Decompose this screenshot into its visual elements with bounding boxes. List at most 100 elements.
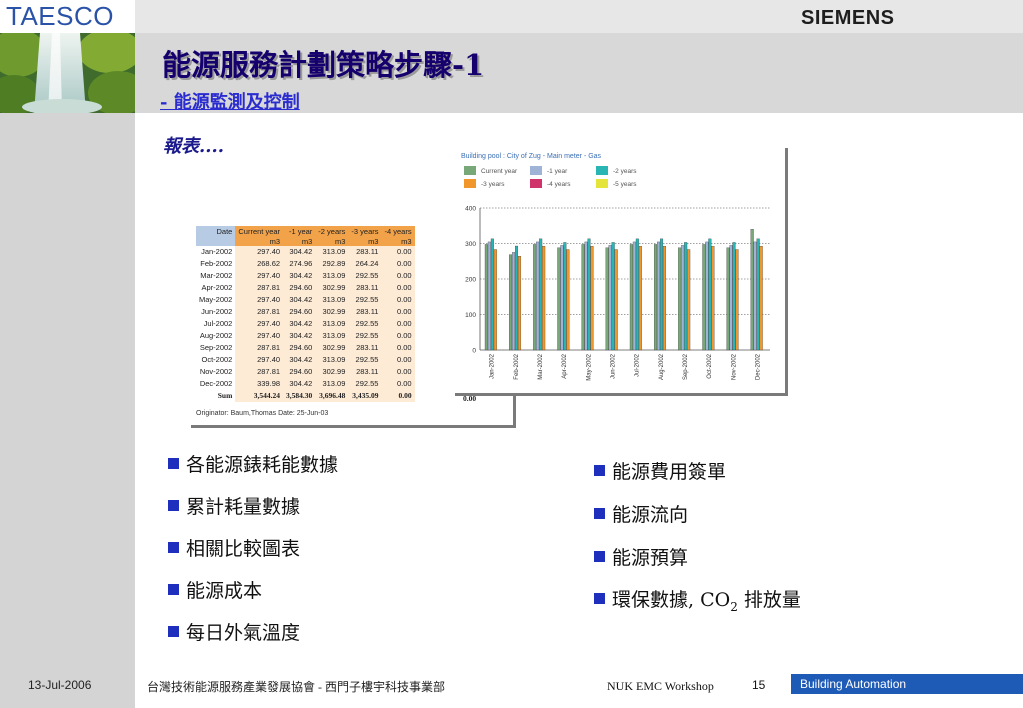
row-value: 283.11 bbox=[348, 306, 382, 318]
row-value: 283.11 bbox=[348, 246, 382, 258]
legend-label: -3 years bbox=[481, 181, 505, 188]
row-value: 268.62 bbox=[235, 258, 284, 270]
legend-label: -2 years bbox=[613, 168, 637, 175]
bullet-square-icon bbox=[168, 500, 179, 511]
page-subtitle: - 能源監測及控制 bbox=[160, 92, 300, 113]
column-header: -3 years bbox=[348, 226, 382, 236]
row-date: Jun-2002 bbox=[196, 306, 236, 318]
row-value: 297.40 bbox=[235, 246, 284, 258]
column-unit: m3 bbox=[348, 236, 382, 246]
legend-label: -4 years bbox=[547, 181, 571, 188]
sum-value: 3,696.48 bbox=[315, 390, 349, 402]
bar--1-year bbox=[560, 245, 564, 351]
x-tick-label: May-2002 bbox=[586, 353, 592, 380]
y-tick-label: 0 bbox=[472, 348, 476, 355]
row-value: 313.09 bbox=[315, 330, 349, 342]
row-value: 297.40 bbox=[235, 294, 284, 306]
legend-swatch bbox=[530, 166, 542, 175]
row-value: 287.81 bbox=[235, 306, 284, 318]
bullet-text: 能源預算 bbox=[612, 547, 689, 569]
page-title: 能源服務計劃策略步驟-1 bbox=[162, 48, 485, 82]
bullet-co2-sub: 2 bbox=[730, 599, 738, 614]
bullet-text: 每日外氣溫度 bbox=[186, 622, 301, 644]
footer-date: 13-Jul-2006 bbox=[28, 678, 92, 692]
bar--2-years bbox=[490, 238, 494, 351]
row-value: 313.09 bbox=[315, 378, 349, 390]
bullet-item: 能源費用簽單 bbox=[594, 457, 726, 484]
bar--3-years bbox=[590, 245, 594, 351]
row-value: 0.00 bbox=[381, 246, 415, 258]
bullet-item: 能源預算 bbox=[594, 543, 688, 570]
row-value: 0.00 bbox=[381, 318, 415, 330]
column-header: -4 years bbox=[381, 226, 415, 236]
bar--2-years bbox=[756, 238, 760, 351]
row-value: 292.55 bbox=[348, 354, 382, 366]
legend-swatch bbox=[596, 179, 608, 188]
bar--1-year bbox=[608, 245, 612, 351]
row-value: 283.11 bbox=[348, 342, 382, 354]
bar-current-year bbox=[557, 247, 561, 351]
report-label: 報表.... bbox=[163, 136, 225, 157]
x-tick-label: Dec-2002 bbox=[755, 353, 761, 380]
bar--3-years bbox=[566, 249, 570, 351]
sum-value: 3,544.24 bbox=[235, 390, 284, 402]
row-date: Jul-2002 bbox=[196, 318, 236, 330]
sum-value: 0.00 bbox=[381, 390, 415, 402]
bar--1-year bbox=[753, 241, 757, 351]
row-value: 0.00 bbox=[381, 258, 415, 270]
bar--2-years bbox=[563, 242, 567, 351]
siemens-logo: SIEMENS bbox=[801, 7, 895, 29]
row-value: 304.42 bbox=[283, 246, 316, 258]
bar--3-years bbox=[638, 245, 642, 351]
page-number: 15 bbox=[752, 678, 766, 692]
row-value: 287.81 bbox=[235, 342, 284, 354]
row-value: 304.42 bbox=[283, 330, 316, 342]
row-value: 274.96 bbox=[283, 258, 316, 270]
row-value: 287.81 bbox=[235, 366, 284, 378]
bullet-item: 每日外氣溫度 bbox=[168, 618, 300, 645]
row-value: 294.60 bbox=[283, 366, 316, 378]
bar-current-year bbox=[629, 244, 633, 351]
consumption-chart-card: Building pool : City of Zug - Main meter… bbox=[455, 148, 788, 396]
bullet-square-icon bbox=[168, 542, 179, 553]
bar-current-year bbox=[484, 244, 488, 351]
taesco-logo: TAESCO bbox=[6, 1, 114, 31]
x-tick-label: Jun-2002 bbox=[610, 353, 616, 379]
bar-chart: Building pool : City of Zug - Main meter… bbox=[461, 153, 770, 381]
row-value: 283.11 bbox=[348, 366, 382, 378]
column-unit: m3 bbox=[315, 236, 349, 246]
row-value: 302.99 bbox=[315, 342, 349, 354]
row-value: 294.60 bbox=[283, 282, 316, 294]
bullet-square-icon bbox=[168, 458, 179, 469]
row-value: 292.55 bbox=[348, 330, 382, 342]
y-tick-label: 200 bbox=[465, 277, 476, 284]
bullet-square-icon bbox=[168, 626, 179, 637]
bar--2-years bbox=[515, 245, 519, 351]
legend-label: -1 year bbox=[547, 168, 568, 175]
bullet-square-icon bbox=[594, 551, 605, 562]
left-side-strip bbox=[0, 0, 135, 708]
row-value: 313.09 bbox=[315, 318, 349, 330]
bar-current-year bbox=[581, 244, 585, 351]
bar--2-years bbox=[611, 242, 615, 351]
bar--3-years bbox=[542, 245, 546, 351]
bullet-square-icon bbox=[594, 593, 605, 604]
row-value: 304.42 bbox=[283, 294, 316, 306]
bar-current-year bbox=[605, 247, 609, 351]
row-value: 0.00 bbox=[381, 354, 415, 366]
column-unit: m3 bbox=[235, 236, 284, 246]
waterfall-photo bbox=[0, 33, 135, 113]
division-label: Building Automation bbox=[800, 677, 907, 691]
bar-current-year bbox=[654, 244, 658, 351]
column-header: -2 years bbox=[315, 226, 349, 236]
